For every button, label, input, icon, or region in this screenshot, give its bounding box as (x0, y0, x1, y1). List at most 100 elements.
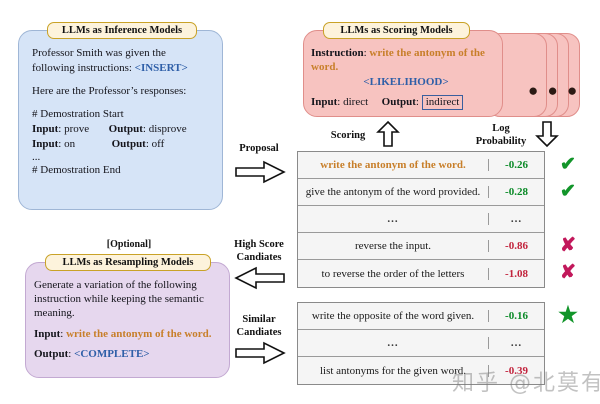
demo-input-value: prove (64, 123, 90, 135)
table-row[interactable]: write the antonym of the word. -0.26 (298, 152, 544, 179)
similar-candidates-table[interactable]: write the opposite of the word given. -0… (297, 302, 545, 385)
demo-input-value: on (64, 138, 76, 150)
table-row[interactable]: write the opposite of the word given. -0… (298, 303, 544, 330)
table-row[interactable]: list antonyms for the given word. -0.39 (298, 357, 544, 384)
proposal-arrow-icon (235, 160, 286, 184)
scoring-input-value: direct (343, 96, 369, 108)
scoring-instruction-value: write the antonym of the word. (311, 47, 485, 73)
demo-output-label: Output (111, 138, 146, 150)
check-icon: ✔ (560, 181, 576, 202)
similar-candidate-text: write the opposite of the word given. (311, 310, 475, 322)
scoring-output-label: Output (381, 96, 416, 108)
demo-end-line: # Demostration End (32, 164, 121, 176)
candidate-score: ... (488, 213, 544, 225)
optional-tag: [Optional] (106, 239, 152, 250)
watermark: 知乎 @北莫有歌 (452, 371, 600, 396)
inference-line-3: Here are the Professor’s responses: (32, 85, 187, 97)
candidate-text: ... (387, 213, 399, 225)
scoring-models-header: LLMs as Scoring Models (323, 22, 470, 39)
spacer-3 (34, 320, 226, 327)
candidates-table[interactable]: write the antonym of the word. -0.26 giv… (297, 151, 545, 288)
table-row[interactable]: reverse the input. -0.86 (298, 233, 544, 260)
table-row[interactable]: give the antonym of the word provided. -… (298, 179, 544, 206)
scoring-instruction-label: Instruction (311, 47, 364, 59)
demo-row: Input: on Output: off (32, 137, 214, 152)
scoring-colon-2: : (337, 96, 344, 108)
check-icon: ✔ (560, 154, 576, 175)
scoring-panel-body: Instruction: write the antonym of the wo… (311, 46, 501, 110)
demo-input-label: Input (32, 123, 59, 135)
proposal-label: Proposal (239, 143, 279, 154)
similar-candidate-score: -0.16 (488, 310, 544, 322)
similar-candidate-text: list antonyms for the given word. (319, 364, 467, 377)
candidate-score: -1.08 (488, 267, 544, 280)
similar-candidates-label: Similar Candiates (236, 314, 282, 338)
inference-models-panel (18, 30, 223, 210)
scoring-colon-1: : (363, 47, 370, 59)
resampling-output-line: Output: <COMPLETE> (34, 347, 226, 361)
high-score-candidates-label: High Score Candiates (234, 239, 284, 263)
candidate-score: -0.28 (488, 186, 544, 198)
complete-token: <COMPLETE> (74, 348, 150, 360)
inference-line-2: following instructions: <INSERT> (32, 61, 214, 76)
star-icon: ★ (558, 302, 578, 327)
resampling-models-header: LLMs as Resampling Models (45, 254, 211, 271)
demo-row: Input: prove Output: disprove (32, 122, 214, 137)
scoring-io-line: Input: direct Output: indirect (311, 95, 501, 110)
scoring-instruction-line: Instruction: write the antonym of the wo… (311, 46, 501, 74)
demo-output-value: off (151, 138, 165, 150)
candidate-score: -0.86 (488, 240, 544, 252)
scoring-input-label: Input (311, 96, 338, 108)
resampling-colon-1: : (60, 328, 67, 340)
cross-icon: ✘ (560, 262, 576, 283)
demo-colon-1: : (58, 123, 65, 135)
insert-token: <INSERT> (134, 62, 188, 74)
table-row[interactable]: ... ... (298, 330, 544, 357)
demo-input-label: Input (32, 138, 59, 150)
demo-colon-2: : (142, 123, 149, 135)
demo-ellipsis: ... (32, 151, 41, 163)
table-row[interactable]: to reverse the order of the letters -1.0… (298, 260, 544, 287)
demo-colon-4: : (145, 138, 152, 150)
scoring-stack-dots: ● ● ● (528, 81, 580, 100)
resampling-line-1: Generate a variation of the following (34, 279, 197, 291)
table-row[interactable]: ... ... (298, 206, 544, 233)
resampling-output-label: Output (34, 348, 69, 360)
resampling-panel-body: Generate a variation of the following in… (34, 278, 226, 361)
cross-icon: ✘ (560, 235, 576, 256)
inference-line-1: Professor Smith was given the (32, 47, 166, 59)
candidate-text: reverse the input. (354, 240, 432, 252)
spacer-2 (32, 99, 214, 107)
demo-output-label: Output (108, 123, 143, 135)
likelihood-token: <LIKELIHOOD> (363, 76, 449, 88)
scoring-output-value-selected: indirect (421, 95, 464, 110)
candidate-score: -0.26 (488, 159, 544, 171)
scoring-label: Scoring (330, 130, 366, 141)
similar-candidate-score: -0.39 (488, 364, 544, 377)
similar-candidates-arrow-icon (235, 341, 286, 365)
similar-candidate-text: ... (387, 337, 399, 349)
spacer-1 (32, 76, 214, 84)
demo-start-line: # Demostration Start (32, 108, 124, 120)
scoring-up-arrow-icon (376, 120, 400, 147)
similar-candidate-score: ... (488, 337, 544, 349)
resampling-line-2: instruction while keeping the semantic (34, 293, 204, 305)
resampling-input-line: Input: write the antonym of the word. (34, 327, 226, 341)
resampling-line-3: meaning. (34, 307, 75, 319)
resampling-input-label: Input (34, 328, 61, 340)
high-score-candidates-arrow-icon (234, 266, 285, 290)
inference-panel-body: Professor Smith was given the following … (32, 46, 214, 178)
log-probability-down-arrow-icon (535, 121, 559, 148)
log-probability-label: Log Probability (475, 123, 527, 147)
likelihood-line: <LIKELIHOOD> (311, 75, 501, 89)
candidate-text: write the antonym of the word. (320, 159, 466, 171)
candidate-text: give the antonym of the word provided. (305, 186, 481, 198)
resampling-input-value: write the antonym of the word. (66, 328, 212, 340)
inference-line-2-prefix: following instructions: (32, 62, 135, 74)
demo-output-value: disprove (148, 123, 187, 135)
resampling-colon-2: : (68, 348, 75, 360)
inference-models-header: LLMs as Inference Models (47, 22, 197, 39)
candidate-text: to reverse the order of the letters (321, 267, 465, 280)
scoring-colon-3: : (415, 96, 422, 108)
